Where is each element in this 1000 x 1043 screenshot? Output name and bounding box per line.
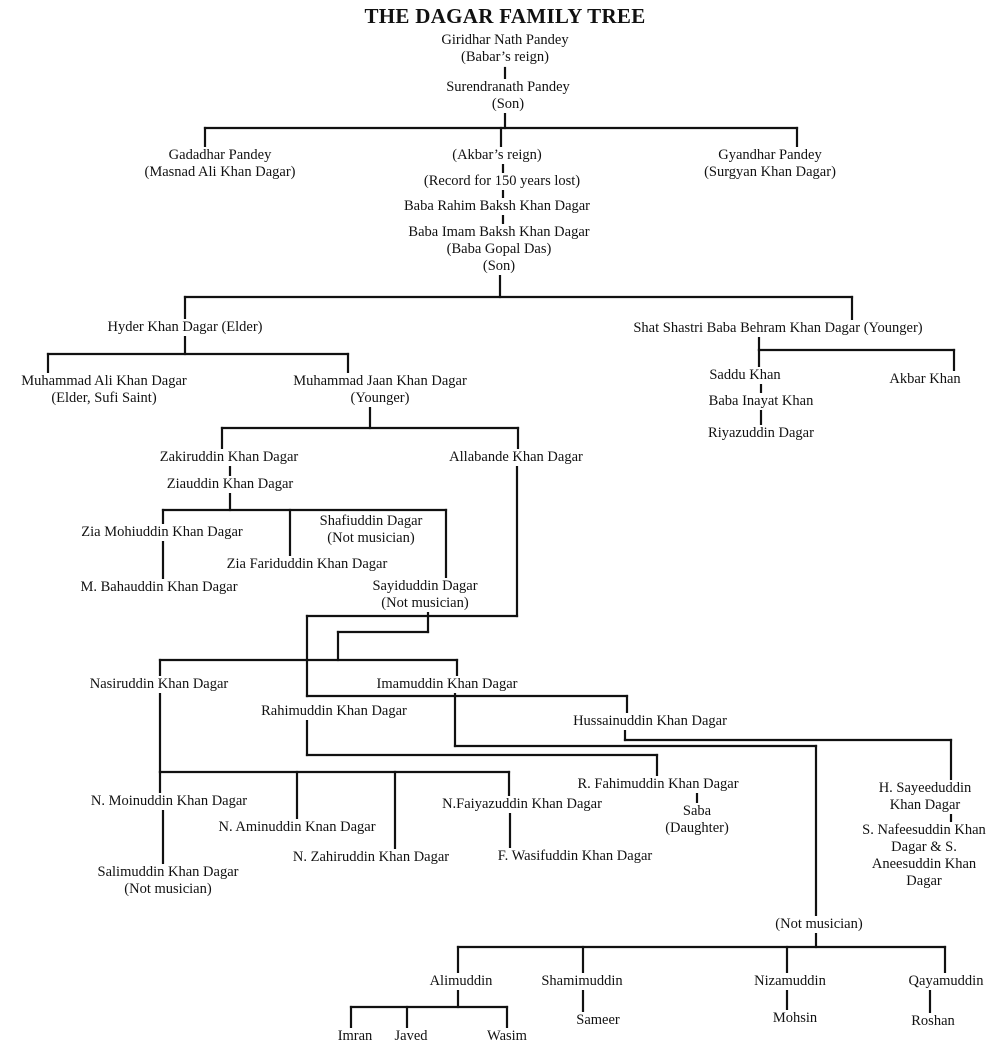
node-moinuddin: N. Moinuddin Khan Dagar: [88, 793, 250, 810]
node-alimuddin: Alimuddin: [427, 973, 495, 990]
node-zia-fariduddin: Zia Fariduddin Khan Dagar: [224, 556, 390, 573]
node-imamuddin: Imamuddin Khan Dagar: [374, 676, 520, 693]
node-inayat: Baba Inayat Khan: [706, 393, 816, 410]
node-record-lost: (Record for 150 years lost): [421, 173, 583, 190]
node-imran: Imran: [335, 1028, 375, 1043]
node-javed: Javed: [392, 1028, 430, 1043]
node-zahiruddin: N. Zahiruddin Khan Dagar: [290, 849, 452, 866]
node-riyazuddin: Riyazuddin Dagar: [706, 425, 816, 442]
node-shamimuddin: Shamimuddin: [539, 973, 625, 990]
node-hyder: Hyder Khan Dagar (Elder): [105, 319, 265, 336]
node-aminuddin: N. Aminuddin Knan Dagar: [216, 819, 378, 836]
node-wasifuddin: F. Wasifuddin Khan Dagar: [495, 848, 655, 865]
node-sameer: Sameer: [574, 1012, 622, 1029]
node-faiyazuddin: N.Faiyazuddin Khan Dagar: [440, 796, 604, 813]
node-zakiruddin: Zakiruddin Khan Dagar: [157, 449, 301, 466]
node-sayiduddin: Sayiduddin Dagar(Not musician): [370, 578, 480, 612]
node-ziauddin: Ziauddin Khan Dagar: [164, 476, 296, 493]
node-qayamuddin: Qayamuddin: [906, 973, 986, 990]
node-gadadhar: Gadadhar Pandey(Masnad Ali Khan Dagar): [142, 147, 298, 181]
node-rahimuddin: Rahimuddin Khan Dagar: [259, 703, 409, 720]
node-nizamuddin: Nizamuddin: [752, 973, 828, 990]
node-saba: Saba(Daughter): [663, 803, 731, 837]
node-rahim-baksh: Baba Rahim Baksh Khan Dagar: [401, 198, 593, 215]
node-allabande: Allabande Khan Dagar: [447, 449, 585, 466]
page-title: THE DAGAR FAMILY TREE: [364, 4, 646, 28]
node-shafiuddin: Shafiuddin Dagar(Not musician): [317, 513, 425, 547]
node-imam-baksh: Baba Imam Baksh Khan Dagar(Baba Gopal Da…: [406, 224, 592, 275]
node-zia-mohiuddin: Zia Mohiuddin Khan Dagar: [79, 524, 245, 541]
node-nasiruddin: Nasiruddin Khan Dagar: [87, 676, 231, 693]
node-mohsin: Mohsin: [770, 1010, 820, 1027]
node-wasim: Wasim: [485, 1028, 529, 1043]
node-muhammad-jaan: Muhammad Jaan Khan Dagar(Younger): [291, 373, 469, 407]
node-akbar-khan: Akbar Khan: [887, 371, 963, 388]
node-muhammad-ali: Muhammad Ali Khan Dagar(Elder, Sufi Sain…: [19, 373, 189, 407]
node-akbar-reign: (Akbar’s reign): [450, 147, 544, 164]
node-roshan: Roshan: [909, 1013, 957, 1030]
node-giridhar: Giridhar Nath Pandey(Babar’s reign): [439, 32, 571, 66]
node-fahimuddin: R. Fahimuddin Khan Dagar: [575, 776, 741, 793]
node-bahauddin: M. Bahauddin Khan Dagar: [78, 579, 240, 596]
node-hussainuddin: Hussainuddin Khan Dagar: [571, 713, 729, 730]
node-surendranath: Surendranath Pandey(Son): [444, 79, 572, 113]
node-salimuddin: Salimuddin Khan Dagar(Not musician): [95, 864, 241, 898]
node-gyandhar: Gyandhar Pandey(Surgyan Khan Dagar): [702, 147, 838, 181]
node-behram: Shat Shastri Baba Behram Khan Dagar (You…: [631, 320, 925, 337]
node-not-musician: (Not musician): [773, 916, 865, 933]
node-saddu: Saddu Khan: [707, 367, 783, 384]
